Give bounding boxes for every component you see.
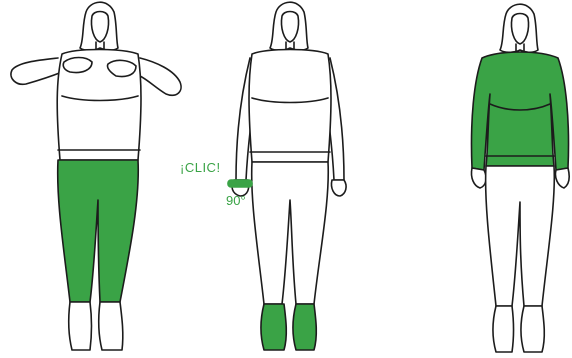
figure-right (471, 4, 569, 352)
figure-center-shoe-left (261, 304, 286, 350)
figure-center-shoe-right (293, 304, 316, 350)
figure-center-hand-right (331, 180, 346, 196)
figure-right-leggings (486, 166, 555, 306)
figure-left (11, 2, 181, 350)
figure-left-leggings (58, 160, 139, 302)
figure-center-leggings (252, 162, 329, 304)
figure-left-boot-right (99, 302, 123, 350)
click-callout: ¡CLIC! (180, 160, 221, 175)
figure-right-boot-left (493, 306, 514, 352)
figure-right-hand-right (555, 168, 569, 188)
figure-center-device (228, 180, 252, 187)
figure-left-boot-left (69, 302, 92, 350)
figure-center-sweater (249, 50, 331, 163)
figure-center (228, 2, 346, 350)
angle-callout: 90° (226, 193, 246, 208)
figure-left-arm-left (11, 58, 62, 84)
figure-right-boot-right (521, 306, 544, 352)
figure-left-hand-left (63, 58, 92, 73)
figure-right-hand-left (471, 168, 486, 188)
figure-right-sweater (471, 52, 568, 170)
figure-left-arm-right (140, 58, 181, 95)
